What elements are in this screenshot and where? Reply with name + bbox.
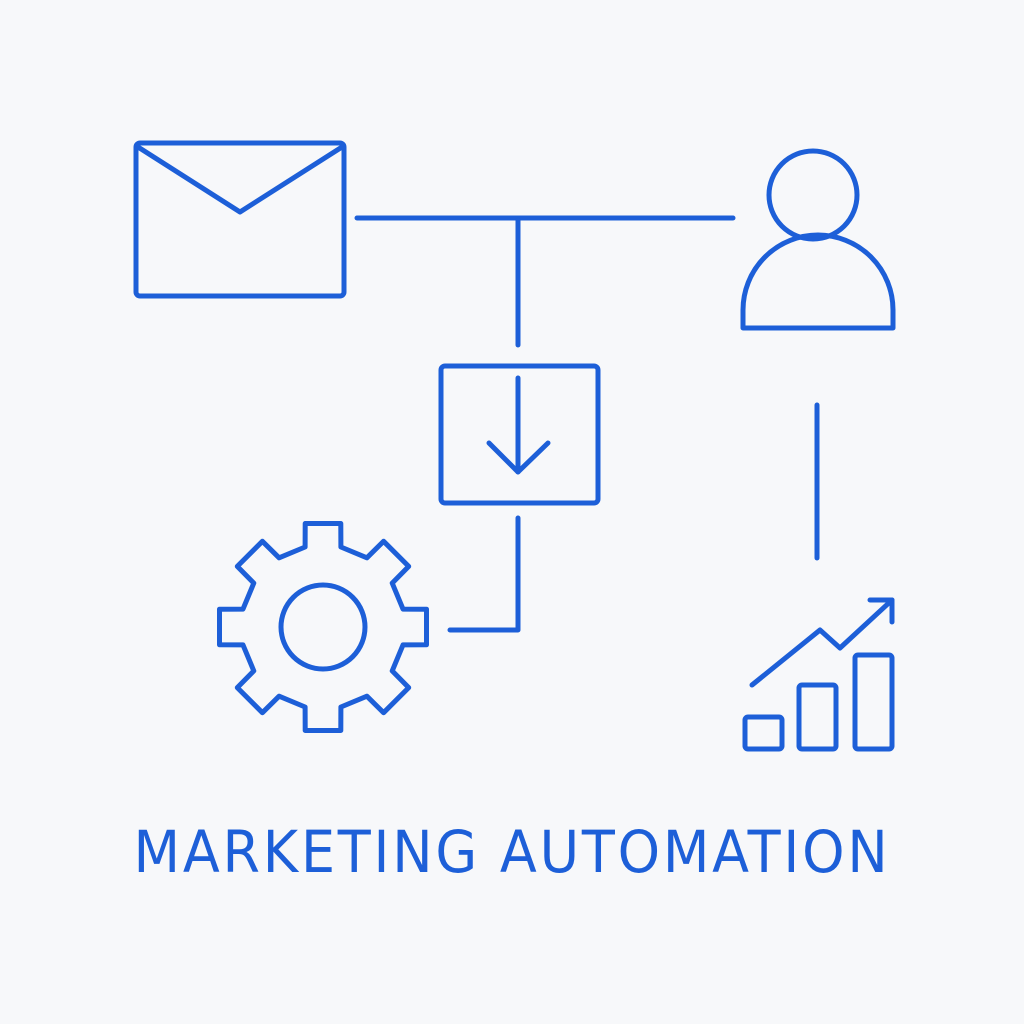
envelope-icon	[133, 140, 347, 299]
chart-bar-2	[796, 682, 839, 752]
gear-icon	[217, 521, 429, 733]
person-icon	[740, 148, 896, 331]
chart-bar-3	[852, 652, 895, 752]
down-arrow-box-icon	[438, 363, 601, 506]
trend-arrow	[749, 597, 895, 688]
diagram-title: MARKETING AUTOMATION	[133, 818, 891, 886]
chart-bar-1	[742, 714, 785, 752]
bar-chart-trend-icon	[742, 597, 895, 752]
connector-lines	[354, 215, 820, 633]
connector-process-gear	[447, 515, 521, 633]
trend-arrowhead	[867, 597, 895, 625]
